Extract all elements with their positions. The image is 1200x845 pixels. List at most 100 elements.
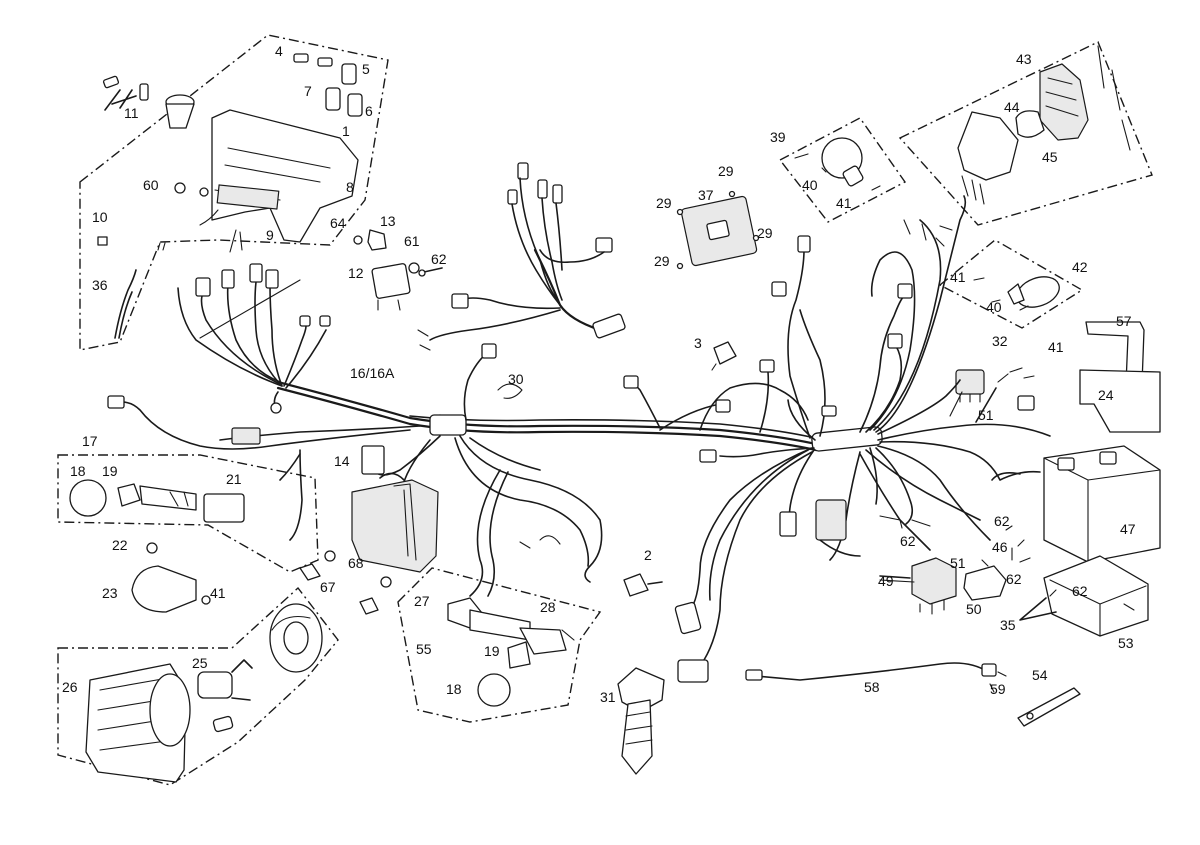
callout-25: 25 bbox=[192, 655, 208, 671]
bulb-39-assembly bbox=[794, 137, 881, 191]
callout-41-relay: 41 bbox=[1048, 339, 1064, 355]
leader-35 bbox=[1019, 597, 1057, 621]
callout-19-left: 19 bbox=[102, 463, 118, 479]
callout-35: 35 bbox=[1000, 617, 1016, 633]
rear-light-group-outline bbox=[898, 41, 1153, 226]
sensor-3 bbox=[713, 341, 737, 365]
callout-62: 62 bbox=[431, 251, 447, 267]
bulb-5 bbox=[341, 63, 357, 85]
callout-46: 46 bbox=[992, 539, 1008, 555]
bracket-13 bbox=[367, 229, 387, 251]
coil-connector bbox=[677, 659, 709, 683]
bulb-19b bbox=[507, 641, 531, 669]
callout-37: 37 bbox=[698, 187, 714, 203]
housing-21-stem bbox=[139, 485, 197, 511]
bulb-42-assembly bbox=[973, 276, 1060, 311]
rear-light-assembly bbox=[957, 45, 1131, 205]
strap-54 bbox=[1017, 687, 1081, 727]
mount-parts bbox=[131, 542, 392, 615]
callout-36: 36 bbox=[92, 277, 108, 293]
washer-61 bbox=[408, 262, 420, 274]
cable-58-assembly bbox=[745, 662, 1081, 727]
callout-19-right: 19 bbox=[484, 643, 500, 659]
callout-1: 1 bbox=[342, 123, 350, 139]
screw-67b bbox=[359, 597, 379, 615]
callout-40-upper: 40 bbox=[802, 177, 818, 193]
callout-39: 39 bbox=[770, 129, 786, 145]
relay-32-assembly bbox=[955, 367, 1035, 423]
connector-bundle-top bbox=[417, 162, 626, 351]
callout-53: 53 bbox=[1118, 635, 1134, 651]
screw-62 bbox=[423, 267, 443, 273]
relay-50 bbox=[963, 565, 1007, 601]
battery-47 bbox=[1043, 445, 1161, 563]
callout-62-battery-lower: 62 bbox=[1006, 571, 1022, 587]
battery-cover-assembly bbox=[1079, 321, 1161, 433]
battery-assembly bbox=[1019, 445, 1161, 637]
lens-18a bbox=[69, 479, 107, 517]
callout-55: 55 bbox=[416, 641, 432, 657]
callout-4: 4 bbox=[275, 43, 283, 59]
leader-lines bbox=[199, 279, 1013, 583]
bulb-42-group-outline bbox=[938, 239, 1084, 329]
coil-head-31 bbox=[617, 667, 665, 713]
mount-23 bbox=[131, 565, 197, 613]
coil-body-31 bbox=[621, 699, 653, 775]
relay-and-fasteners bbox=[353, 229, 443, 311]
callout-9: 9 bbox=[266, 227, 274, 243]
lens-45 bbox=[957, 111, 1019, 181]
regulator-37-assembly bbox=[676, 190, 760, 270]
cdi-unit-14 bbox=[351, 479, 439, 573]
bulb-39-group-outline bbox=[778, 117, 907, 223]
relay-12 bbox=[371, 263, 411, 299]
callout-62-tray: 62 bbox=[1072, 583, 1088, 599]
box-24 bbox=[1079, 369, 1161, 433]
bulb-6 bbox=[347, 93, 363, 117]
cdi-14-assembly bbox=[351, 472, 439, 573]
relay-49 bbox=[911, 557, 957, 605]
bulb-socket-4b bbox=[317, 57, 333, 67]
callout-41-upper: 41 bbox=[836, 195, 852, 211]
callout-labels: 4 5 7 6 1 11 8 60 10 9 64 13 61 62 12 36… bbox=[62, 43, 1136, 705]
callout-29-left: 29 bbox=[656, 195, 672, 211]
sensor-2-assembly bbox=[623, 573, 663, 597]
rear-light-housing-43 bbox=[1039, 63, 1089, 141]
callout-45: 45 bbox=[1042, 149, 1058, 165]
callout-51-upper: 51 bbox=[978, 407, 994, 423]
callout-23: 23 bbox=[102, 585, 118, 601]
headlight-assembly bbox=[85, 603, 323, 783]
callout-62-relay49: 62 bbox=[900, 533, 916, 549]
ignition-coil-31-assembly bbox=[617, 667, 665, 775]
callout-43: 43 bbox=[1016, 51, 1032, 67]
callout-54: 54 bbox=[1032, 667, 1048, 683]
screw-22 bbox=[146, 542, 158, 554]
callout-11: 11 bbox=[124, 105, 139, 121]
cable-58 bbox=[755, 662, 989, 681]
callout-41-bulb42: 41 bbox=[950, 269, 966, 285]
bulb-19a bbox=[117, 483, 141, 507]
clip-11a bbox=[102, 75, 120, 89]
bulb-7 bbox=[325, 87, 341, 111]
callout-42: 42 bbox=[1072, 259, 1088, 275]
nut-41d bbox=[201, 595, 211, 605]
callout-10: 10 bbox=[92, 209, 108, 225]
callout-31: 31 bbox=[600, 689, 616, 705]
callout-61: 61 bbox=[404, 233, 420, 249]
callout-2: 2 bbox=[644, 547, 652, 563]
reflector bbox=[149, 673, 191, 747]
callout-41-mount: 41 bbox=[210, 585, 226, 601]
washer-68b bbox=[380, 576, 392, 588]
sensor-2 bbox=[623, 573, 649, 597]
tray-53 bbox=[1043, 555, 1149, 637]
callout-3: 3 bbox=[694, 335, 702, 351]
callout-58: 58 bbox=[864, 679, 880, 695]
callout-30: 30 bbox=[508, 371, 524, 387]
bulb-25 bbox=[197, 671, 233, 699]
callout-29-bottom: 29 bbox=[654, 253, 670, 269]
sensor-3-assembly bbox=[711, 341, 737, 371]
callout-29-top: 29 bbox=[718, 163, 734, 179]
housing-28 bbox=[519, 627, 567, 655]
lens-18b bbox=[477, 673, 511, 707]
clip-11b bbox=[139, 83, 149, 101]
callout-50: 50 bbox=[966, 601, 982, 617]
